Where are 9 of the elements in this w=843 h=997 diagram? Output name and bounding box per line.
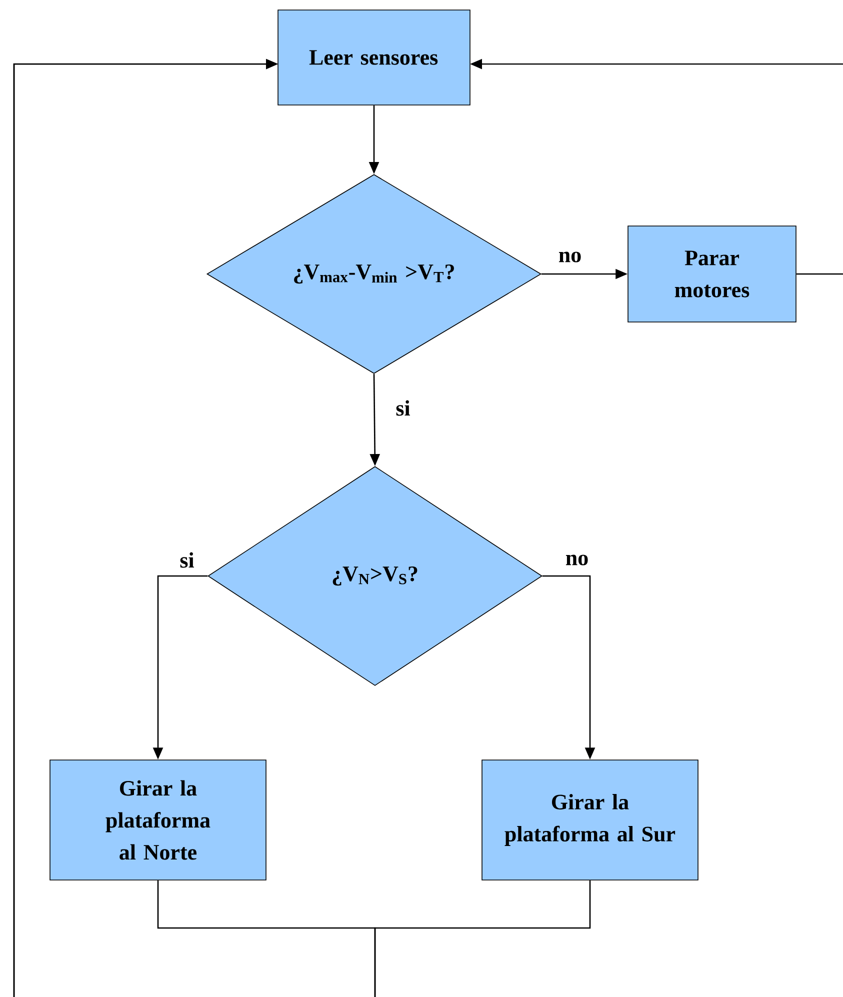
arrow xyxy=(13,58,591,997)
process-box: Girar la plataforma al Norte xyxy=(50,760,266,880)
edge-label: no xyxy=(564,554,590,566)
process-box: Leer sensores xyxy=(278,10,470,106)
process-box: Parar motores xyxy=(628,226,796,322)
edge-label: no xyxy=(557,250,583,264)
process-box: Girar la plataforma al Sur xyxy=(482,760,698,880)
edge-label: si xyxy=(394,399,412,417)
edge-label: si xyxy=(178,551,196,569)
